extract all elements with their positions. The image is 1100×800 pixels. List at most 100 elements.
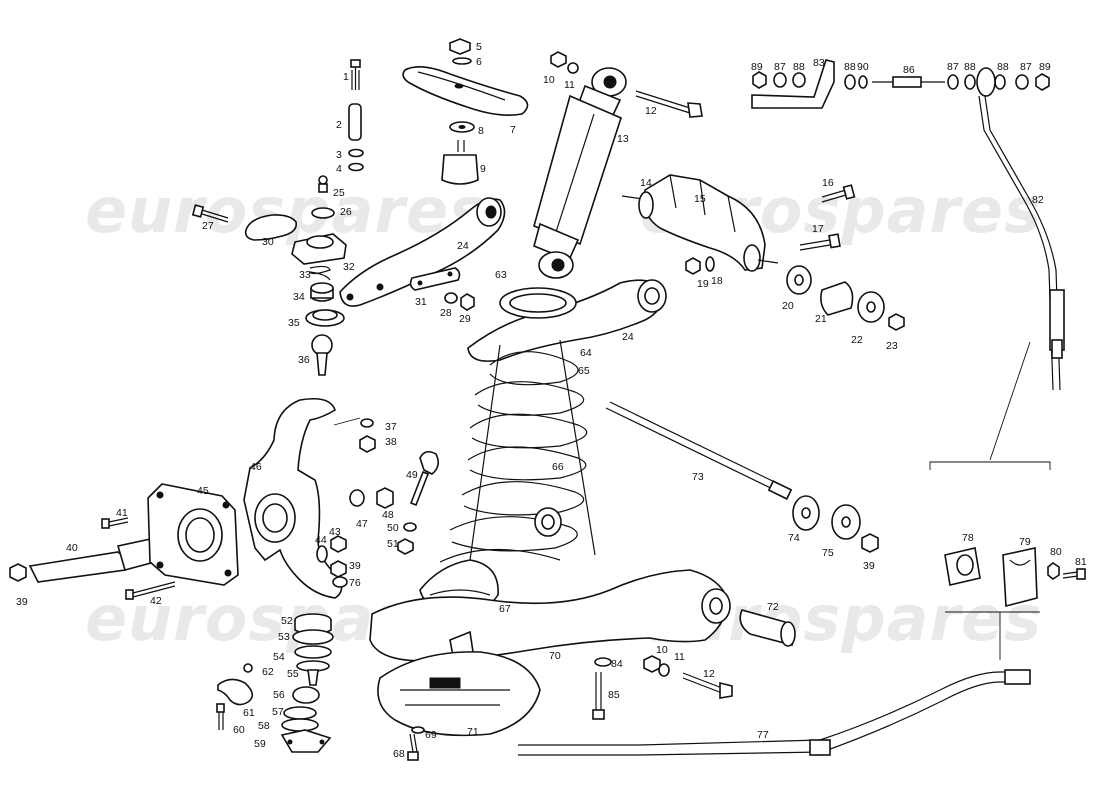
pivot-bracket-part-15[interactable]: [621, 174, 779, 272]
stub-upright-part-46[interactable]: [243, 397, 361, 599]
callout-number: 25: [333, 187, 345, 199]
nut-washer-part-18-19[interactable]: [685, 256, 715, 275]
callout-number: 54: [273, 651, 285, 663]
callout-number: 5: [476, 41, 482, 53]
nut-part-80[interactable]: [1047, 562, 1060, 580]
callout-number: 21: [815, 313, 827, 325]
callout-number: 90: [857, 61, 869, 73]
callout-number: 87: [947, 61, 959, 73]
clip-part-61[interactable]: [217, 678, 254, 706]
callout-number: 8: [478, 125, 484, 137]
washer-part-44[interactable]: [316, 545, 328, 563]
callout-number: 11: [674, 651, 685, 663]
callout-number: 45: [197, 485, 209, 497]
callout-number: 84: [611, 658, 623, 670]
link-part-31[interactable]: [409, 267, 461, 291]
nut-part-10[interactable]: [550, 51, 579, 74]
bolt-part-16[interactable]: [821, 184, 856, 203]
bolt-part-17[interactable]: [799, 233, 841, 251]
washer-part-84[interactable]: [594, 657, 612, 667]
callout-number: 19: [697, 278, 709, 290]
nut-part-39-76[interactable]: [330, 560, 348, 588]
nut-part-37-38[interactable]: [359, 418, 376, 453]
nut-part-10-lower[interactable]: [643, 655, 670, 677]
coil-spring-part-66[interactable]: [439, 287, 596, 563]
callout-number: 26: [340, 206, 352, 218]
callout-number: 7: [510, 124, 516, 136]
anti-roll-bar-part-77[interactable]: [518, 669, 1031, 756]
shock-absorber-part-13[interactable]: [533, 67, 627, 279]
nut-part-43[interactable]: [330, 535, 347, 553]
cup-part-35[interactable]: [305, 309, 345, 327]
washer-part-8[interactable]: [449, 121, 475, 133]
bolt-part-85[interactable]: [592, 672, 605, 720]
callout-number: 15: [694, 193, 706, 205]
callout-number: 74: [788, 532, 800, 544]
ball-joint-part-49[interactable]: [409, 450, 440, 507]
nut-part-5[interactable]: [449, 38, 472, 65]
bushing-part-78[interactable]: [944, 547, 981, 586]
drop-link-rod-part-82[interactable]: [976, 67, 1065, 391]
bump-stop-part-9[interactable]: [441, 140, 479, 185]
callout-number: 24: [457, 240, 469, 252]
bolt-part-42[interactable]: [125, 581, 176, 600]
callout-number: 73: [692, 471, 704, 483]
bolt-part-68-69[interactable]: [407, 726, 425, 761]
clip-part-30[interactable]: [244, 214, 298, 241]
seat-part-34[interactable]: [310, 282, 334, 302]
washer-row-part-87-90[interactable]: [752, 71, 1050, 91]
washer-part-3-4[interactable]: [348, 148, 364, 172]
upper-mount-plate-part-7[interactable]: [402, 66, 529, 116]
callout-number: 33: [299, 269, 311, 281]
callout-number: 46: [250, 461, 262, 473]
bolt-part-60[interactable]: [216, 703, 225, 730]
callout-number: 56: [273, 689, 285, 701]
callout-number: 23: [886, 340, 898, 352]
washer-part-26[interactable]: [311, 207, 335, 219]
upper-arm-left-part-24[interactable]: [339, 197, 506, 307]
callout-number: 63: [495, 269, 507, 281]
ball-pin-part-36[interactable]: [311, 334, 333, 376]
bolt-part-1[interactable]: [350, 59, 361, 90]
callout-number: 69: [425, 729, 437, 741]
callout-number: 52: [281, 615, 293, 627]
callout-number: 10: [656, 644, 668, 656]
bracket-part-83[interactable]: [751, 59, 835, 109]
bushing-part-72[interactable]: [739, 609, 796, 647]
callout-number: 87: [1020, 61, 1032, 73]
upper-wishbone-part-24[interactable]: [467, 279, 667, 362]
lower-wishbone-part-70[interactable]: [369, 569, 731, 674]
ball-joint-housing-part-32[interactable]: [291, 233, 347, 265]
bolt-part-41[interactable]: [101, 517, 129, 529]
bolt-part-81[interactable]: [1062, 568, 1086, 580]
callout-number: 88: [964, 61, 976, 73]
grease-nipple-part-25[interactable]: [318, 175, 328, 193]
callout-number: 32: [343, 261, 355, 273]
bolt-part-12[interactable]: [635, 90, 703, 118]
brake-plate-part-45[interactable]: [147, 483, 239, 586]
lower-pan-part-71[interactable]: [377, 651, 541, 737]
callout-number: 88: [793, 61, 805, 73]
callout-number: 12: [703, 668, 715, 680]
nut-part-28-29[interactable]: [444, 292, 475, 311]
spacer-tube-part-2[interactable]: [348, 103, 362, 141]
bolt-part-12-lower[interactable]: [682, 672, 733, 699]
callout-number: 53: [278, 631, 290, 643]
callout-number: 85: [608, 689, 620, 701]
tie-rod-part-73[interactable]: [605, 401, 793, 500]
clamp-part-79[interactable]: [1002, 547, 1038, 608]
washer-part-74-75[interactable]: [792, 495, 879, 553]
bolt-part-27[interactable]: [191, 204, 229, 223]
bump-rubber-part-65[interactable]: [534, 507, 562, 537]
washer-nut-part-47-48[interactable]: [349, 487, 394, 509]
spring-part-33[interactable]: [308, 265, 331, 281]
callout-number: 27: [202, 220, 214, 232]
callout-number: 70: [549, 650, 561, 662]
nipple-part-62[interactable]: [243, 663, 253, 673]
nut-part-50-51[interactable]: [397, 522, 417, 555]
callout-number: 61: [243, 707, 255, 719]
ball-joint-stack-part-52-59[interactable]: [280, 613, 334, 753]
callout-number: 13: [617, 133, 629, 145]
callout-number: 51: [387, 538, 399, 550]
bushing-stack-part-20-23[interactable]: [786, 265, 905, 331]
